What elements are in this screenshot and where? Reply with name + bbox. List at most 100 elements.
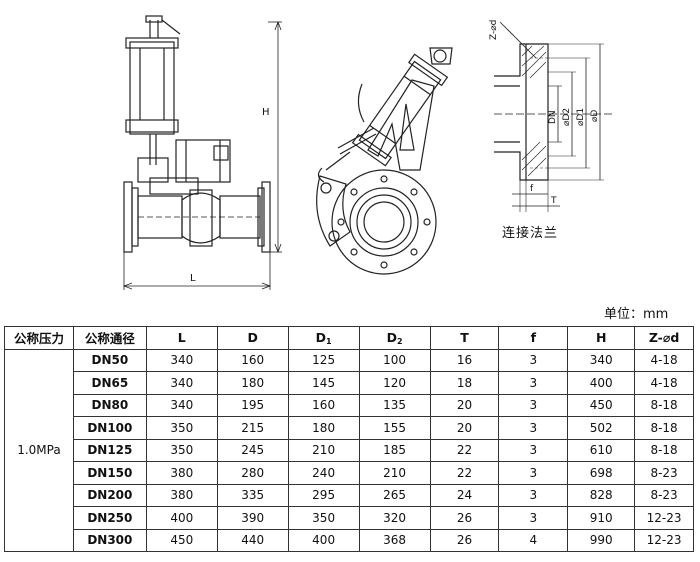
cell-D2: 135 bbox=[358, 393, 431, 417]
cell-H: 400 bbox=[567, 371, 636, 395]
dimension-L: L bbox=[190, 273, 196, 284]
cell-T: 22 bbox=[429, 438, 500, 462]
cell-T: 26 bbox=[429, 506, 500, 530]
cell-H: 502 bbox=[567, 416, 636, 440]
cell-T: 24 bbox=[429, 483, 500, 507]
cell-D1: 350 bbox=[287, 506, 360, 530]
cell-f: 3 bbox=[498, 393, 569, 417]
cell-D1: 125 bbox=[287, 348, 360, 372]
cell-D2: 265 bbox=[358, 483, 431, 507]
cell-T: 26 bbox=[429, 528, 500, 552]
cell-D2: 320 bbox=[358, 506, 431, 530]
unit-note: 单位：mm bbox=[604, 307, 669, 322]
cell-D: 440 bbox=[216, 528, 289, 552]
cell-D1: 295 bbox=[287, 483, 360, 507]
cell-L: 380 bbox=[145, 461, 218, 485]
cell-H: 698 bbox=[567, 461, 636, 485]
cell-D: 195 bbox=[216, 393, 289, 417]
cell-D1: 400 bbox=[287, 528, 360, 552]
cell-T: 20 bbox=[429, 393, 500, 417]
cell-D2: 120 bbox=[358, 371, 431, 395]
cell-L: 450 bbox=[145, 528, 218, 552]
cell-D2: 210 bbox=[358, 461, 431, 485]
side-view-drawing bbox=[316, 47, 453, 275]
cell-nominal-size: DN250 bbox=[72, 506, 147, 530]
header-L: L bbox=[145, 326, 218, 350]
cell-D1: 160 bbox=[287, 393, 360, 417]
cell-H: 910 bbox=[567, 506, 636, 530]
header-z-d: Z-⌀d bbox=[634, 326, 694, 350]
cell-D: 280 bbox=[216, 461, 289, 485]
cell-f: 3 bbox=[498, 438, 569, 462]
cell-z-d: 8-23 bbox=[634, 483, 694, 507]
label-d2: ⌀D2 bbox=[562, 108, 572, 126]
cell-f: 3 bbox=[498, 506, 569, 530]
header-pressure: 公称压力 bbox=[4, 326, 74, 350]
cell-D1: 145 bbox=[287, 371, 360, 395]
cell-D: 335 bbox=[216, 483, 289, 507]
header-f: f bbox=[498, 326, 569, 350]
cell-T: 22 bbox=[429, 461, 500, 485]
cell-D: 245 bbox=[216, 438, 289, 462]
cell-z-d: 4-18 bbox=[634, 348, 694, 372]
header-H: H bbox=[567, 326, 636, 350]
header-D1: D1 bbox=[287, 326, 360, 350]
cell-H: 610 bbox=[567, 438, 636, 462]
label-d1: ⌀D1 bbox=[576, 108, 586, 126]
front-view-drawing bbox=[122, 15, 282, 290]
cell-D1: 240 bbox=[287, 461, 360, 485]
cell-D: 390 bbox=[216, 506, 289, 530]
cell-T: 18 bbox=[429, 371, 500, 395]
cell-D2: 155 bbox=[358, 416, 431, 440]
label-d: ⌀D bbox=[590, 110, 600, 122]
cell-D: 160 bbox=[216, 348, 289, 372]
cell-D: 180 bbox=[216, 371, 289, 395]
cell-z-d: 8-18 bbox=[634, 438, 694, 462]
valve-drawings: H L bbox=[122, 15, 612, 290]
flange-caption: 连接法兰 bbox=[502, 226, 559, 241]
cell-L: 340 bbox=[145, 371, 218, 395]
cell-nominal-size: DN50 bbox=[72, 348, 147, 372]
cell-nominal-size: DN150 bbox=[72, 461, 147, 485]
cell-H: 450 bbox=[567, 393, 636, 417]
cell-H: 990 bbox=[567, 528, 636, 552]
cell-nominal-size: DN100 bbox=[72, 416, 147, 440]
cell-T: 16 bbox=[429, 348, 500, 372]
flange-detail-drawing bbox=[494, 21, 612, 212]
cell-L: 380 bbox=[145, 483, 218, 507]
cell-L: 340 bbox=[145, 393, 218, 417]
cell-f: 3 bbox=[498, 371, 569, 395]
cell-f: 3 bbox=[498, 483, 569, 507]
cell-z-d: 8-18 bbox=[634, 393, 694, 417]
cell-H: 828 bbox=[567, 483, 636, 507]
dimension-H: H bbox=[262, 107, 270, 118]
cell-D: 215 bbox=[216, 416, 289, 440]
header-D: D bbox=[216, 326, 289, 350]
table-header-row: 公称压力 公称通径 L D D1 D2 T f H Z-⌀d bbox=[4, 326, 694, 350]
cell-L: 340 bbox=[145, 348, 218, 372]
cell-f: 3 bbox=[498, 461, 569, 485]
cell-D1: 180 bbox=[287, 416, 360, 440]
cell-H: 340 bbox=[567, 348, 636, 372]
cell-f: 3 bbox=[498, 416, 569, 440]
cell-nominal-size: DN125 bbox=[72, 438, 147, 462]
cell-T: 20 bbox=[429, 416, 500, 440]
cell-z-d: 8-23 bbox=[634, 461, 694, 485]
cell-nominal-size: DN80 bbox=[72, 393, 147, 417]
label-t: T bbox=[550, 196, 557, 206]
cell-L: 350 bbox=[145, 438, 218, 462]
header-T: T bbox=[429, 326, 500, 350]
cell-D2: 185 bbox=[358, 438, 431, 462]
cell-z-d: 4-18 bbox=[634, 371, 694, 395]
label-f: f bbox=[530, 184, 534, 194]
label-dn: DN bbox=[548, 110, 558, 124]
